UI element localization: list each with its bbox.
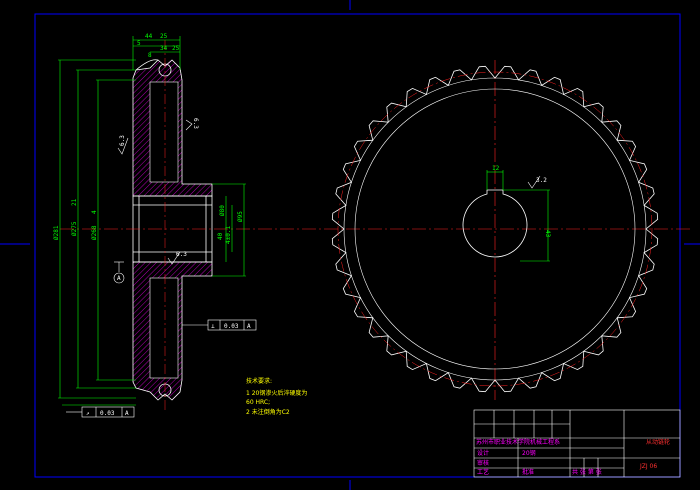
svg-text:6.3: 6.3 xyxy=(119,135,126,146)
svg-text:A: A xyxy=(125,410,129,417)
label-approve: 批准 xyxy=(522,468,534,476)
front-view: 12 43 3.2 xyxy=(331,60,659,400)
dim-root-sub: 4 xyxy=(91,210,98,214)
scale-row: 共 张 第 张 xyxy=(572,468,602,476)
keyway-dimension-lines xyxy=(486,170,550,262)
svg-text:0.03: 0.03 xyxy=(100,410,115,417)
label-design: 设计 xyxy=(477,449,489,457)
root-circle xyxy=(343,77,647,381)
svg-text:3.2: 3.2 xyxy=(536,177,547,184)
title-block: 苏州市职业技术学院机械工程系 设计 20钢 审核 工艺 批准 共 张 第 张 从… xyxy=(473,409,681,478)
dim-top-1: 44 xyxy=(145,33,153,40)
svg-text:A: A xyxy=(247,323,251,330)
dim-keyway-width: 12 xyxy=(492,165,500,172)
svg-text:⊥: ⊥ xyxy=(211,323,215,330)
keyway-roughness-symbol: 3.2 xyxy=(527,175,547,189)
dim-bore: 40 xyxy=(217,232,224,240)
svg-text:0.03: 0.03 xyxy=(224,323,239,330)
dim-top-3: 5 xyxy=(137,40,141,47)
dim-root-diameter: Ø268 xyxy=(91,225,98,240)
dim-hub-outer-alt: Ø80 xyxy=(219,205,226,216)
dim-keyway-depth: 43 xyxy=(544,230,551,238)
material-value: 20钢 xyxy=(522,449,536,457)
roughness-symbol-lower: 6.3 xyxy=(167,251,187,265)
notes-line-3: 2 未注倒角为C2 xyxy=(246,408,290,416)
datum-a-symbol: A xyxy=(113,261,125,284)
side-section-view: 44 25 5 34 25 8 Ø281 Ø275 21 Ø268 4 Ø95 … xyxy=(53,33,690,418)
roughness-symbol-upper: 6.3 xyxy=(117,135,129,155)
dim-top-5: 25 xyxy=(172,45,180,52)
rim-inner-circle xyxy=(354,88,636,370)
side-dimension-lines xyxy=(58,36,246,406)
svg-text:↗: ↗ xyxy=(86,410,90,417)
drawing-number: JZJ 06 xyxy=(639,463,657,470)
svg-text:6.3: 6.3 xyxy=(176,251,187,258)
school-name: 苏州市职业技术学院机械工程系 xyxy=(476,438,560,446)
svg-text:6.3: 6.3 xyxy=(192,118,199,129)
dim-bore-sub: 4±0.1 xyxy=(225,226,232,244)
dim-top-4: 34 xyxy=(160,45,168,52)
pitch-circle xyxy=(337,71,653,387)
dim-outer-diameter: Ø281 xyxy=(53,225,60,240)
dim-top-6: 8 xyxy=(148,52,152,59)
dim-hub-outer: Ø95 xyxy=(237,211,244,222)
technical-notes: 技术要求: 1 20钢渗火后淬硬度为 60 HRC; 2 未注倒角为C2 xyxy=(246,377,307,416)
label-check: 审核 xyxy=(477,459,489,467)
label-process: 工艺 xyxy=(477,468,489,476)
notes-line-1: 1 20钢渗火后淬硬度为 xyxy=(246,389,307,397)
tolerance-frame-right: ⊥ 0.03 A xyxy=(182,319,257,331)
svg-text:A: A xyxy=(117,275,121,282)
roughness-symbol-right: 6.3 xyxy=(185,118,199,131)
notes-line-2: 60 HRC; xyxy=(246,399,270,406)
section-hatch xyxy=(132,59,213,401)
dim-pitch-sub: 21 xyxy=(71,198,78,206)
dim-top-2: 25 xyxy=(160,33,168,40)
part-name: 从动链轮 xyxy=(646,438,670,446)
tolerance-frame-bottom: ↗ 0.03 A xyxy=(66,406,135,418)
notes-heading: 技术要求: xyxy=(246,377,272,385)
dim-pitch-diameter: Ø275 xyxy=(71,221,78,236)
bore-with-keyway xyxy=(462,189,528,258)
